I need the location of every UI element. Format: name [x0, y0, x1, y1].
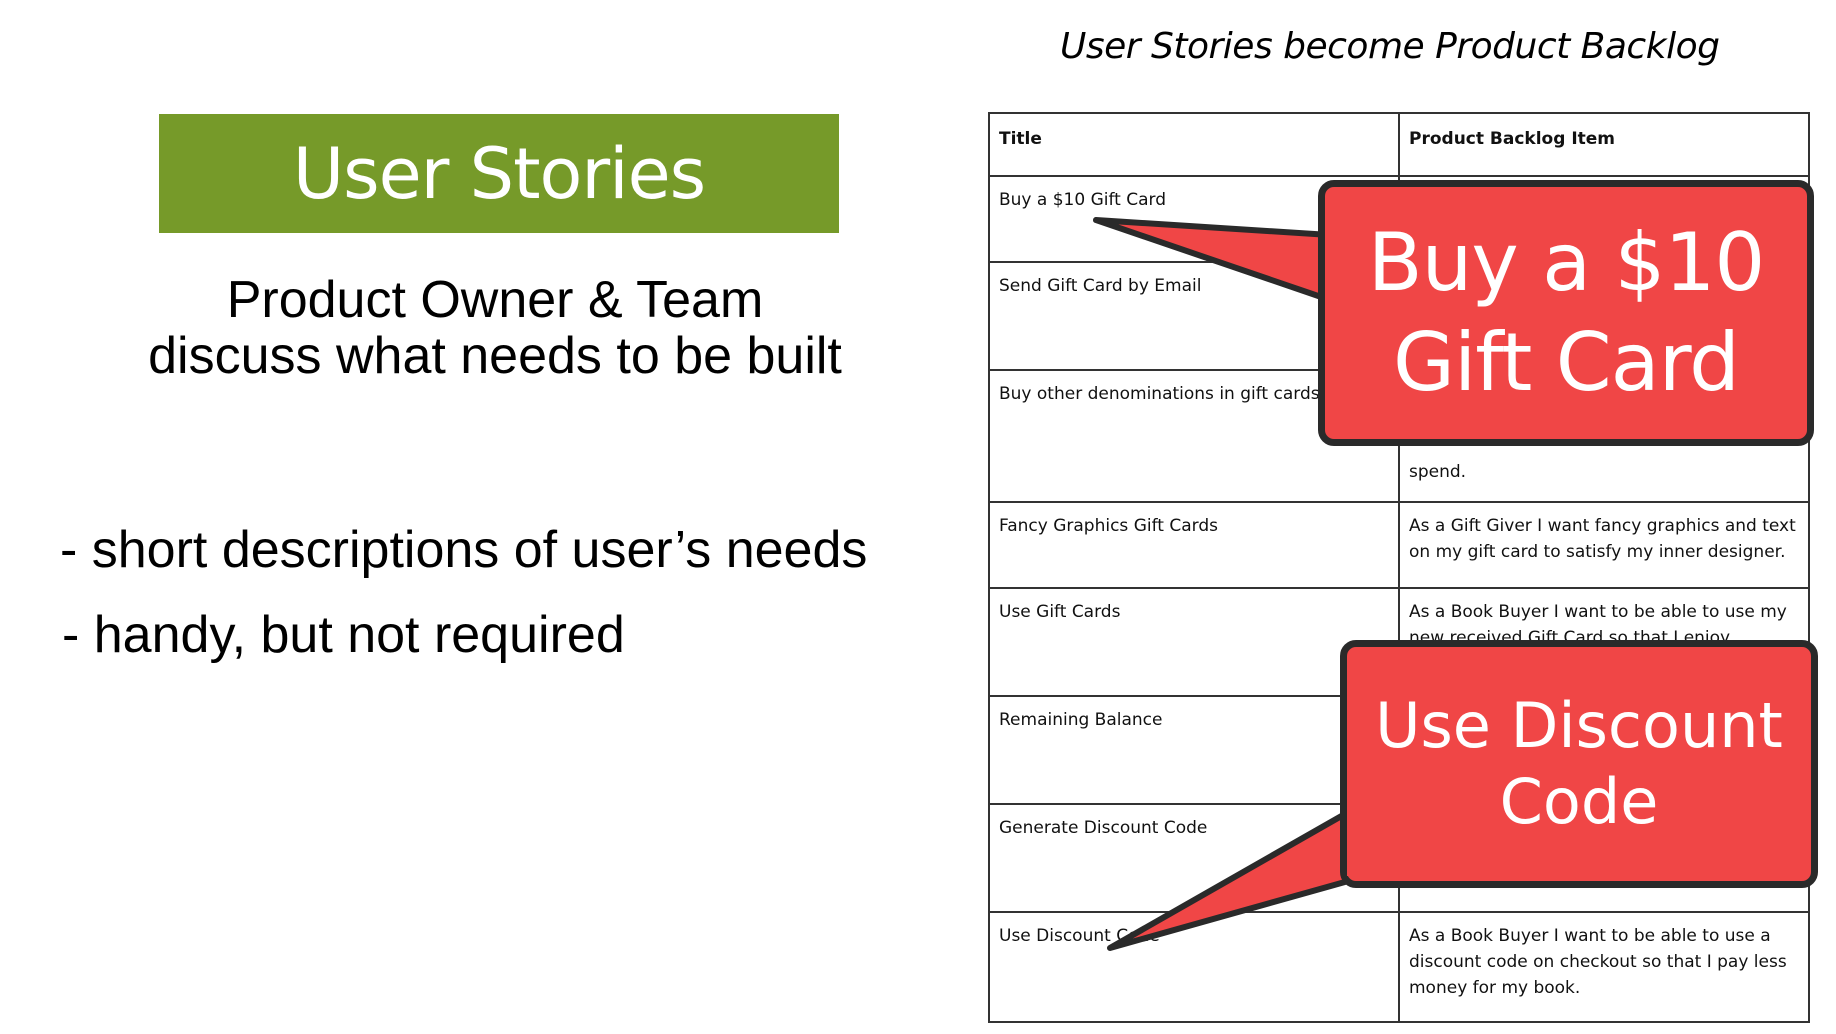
subtitle-line-1: Product Owner & Team — [226, 271, 764, 329]
user-stories-banner: User Stories — [159, 114, 839, 233]
callout-2-line-2: Code — [1499, 765, 1659, 838]
row-title: Use Discount Code — [988, 911, 1400, 1023]
header-product-backlog-item: Product Backlog Item — [1398, 112, 1810, 177]
bullet-handy-not-required: - handy, but not required — [62, 606, 625, 664]
table-header-row: Title Product Backlog Item — [988, 112, 1810, 177]
row-title: Fancy Graphics Gift Cards — [988, 501, 1400, 589]
bullet-short-descriptions: - short descriptions of user’s needs — [60, 521, 868, 579]
callout-use-discount-code: Use Discount Code — [1340, 640, 1818, 888]
row-item: spend. — [1409, 462, 1467, 482]
table-row: Use Discount Code As a Book Buyer I want… — [988, 911, 1810, 1023]
subtitle: Product Owner & Team discuss what needs … — [100, 272, 890, 384]
table-row: Fancy Graphics Gift Cards As a Gift Give… — [988, 501, 1810, 589]
table-title: User Stories become Product Backlog — [1060, 26, 1720, 67]
subtitle-line-2: discuss what needs to be built — [148, 327, 842, 385]
callout-2-line-1: Use Discount — [1375, 689, 1783, 762]
row-item: As a Gift Giver I want fancy graphics an… — [1398, 501, 1810, 589]
header-title: Title — [988, 112, 1400, 177]
row-title: Generate Discount Code — [988, 803, 1400, 913]
row-title: Use Gift Cards — [988, 587, 1400, 697]
callout-1-line-1: Buy a $10 — [1367, 216, 1766, 309]
row-item: As a Book Buyer I want to be able to use… — [1398, 911, 1810, 1023]
row-title: Remaining Balance — [988, 695, 1400, 805]
callout-1-line-2: Gift Card — [1393, 316, 1740, 409]
callout-buy-gift-card: Buy a $10 Gift Card — [1318, 180, 1814, 446]
banner-title: User Stories — [292, 132, 706, 215]
